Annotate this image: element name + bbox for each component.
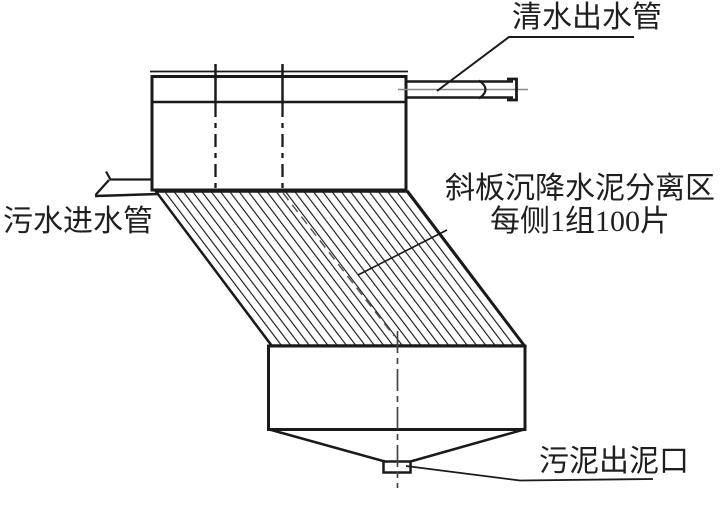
cone-right-slope xyxy=(410,428,525,463)
inlet-funnel xyxy=(94,170,159,198)
leader-clean-water xyxy=(436,36,634,92)
clean-water-pipe xyxy=(398,77,528,102)
pipe-joint-arc xyxy=(478,79,487,100)
label-plate-zone-line2: 每侧1组100片 xyxy=(490,205,670,238)
leader-plate-zone xyxy=(357,229,448,276)
label-plate-zone-line1: 斜板沉降水泥分离区 xyxy=(445,172,715,205)
tank-body xyxy=(150,75,408,192)
leader-lines xyxy=(357,36,654,482)
label-wastewater-inlet-pipe: 污水进水管 xyxy=(3,205,153,238)
funnel-bottom-edge xyxy=(94,192,159,198)
leader-sludge-outlet xyxy=(405,465,654,482)
label-sludge-outlet: 污泥出泥口 xyxy=(539,445,689,478)
pipe-end-cap xyxy=(507,77,518,102)
upper-tank xyxy=(150,64,408,192)
label-plate-zone: 斜板沉降水泥分离区 每侧1组100片 xyxy=(438,172,722,238)
funnel-top-edge xyxy=(105,170,152,181)
lower-tank xyxy=(267,331,527,488)
plate-zone-centerline xyxy=(282,192,395,337)
label-clean-water-outlet-pipe: 清水出水管 xyxy=(512,1,662,34)
funnel-left-slant xyxy=(94,179,110,196)
cone-left-slope xyxy=(269,428,386,463)
